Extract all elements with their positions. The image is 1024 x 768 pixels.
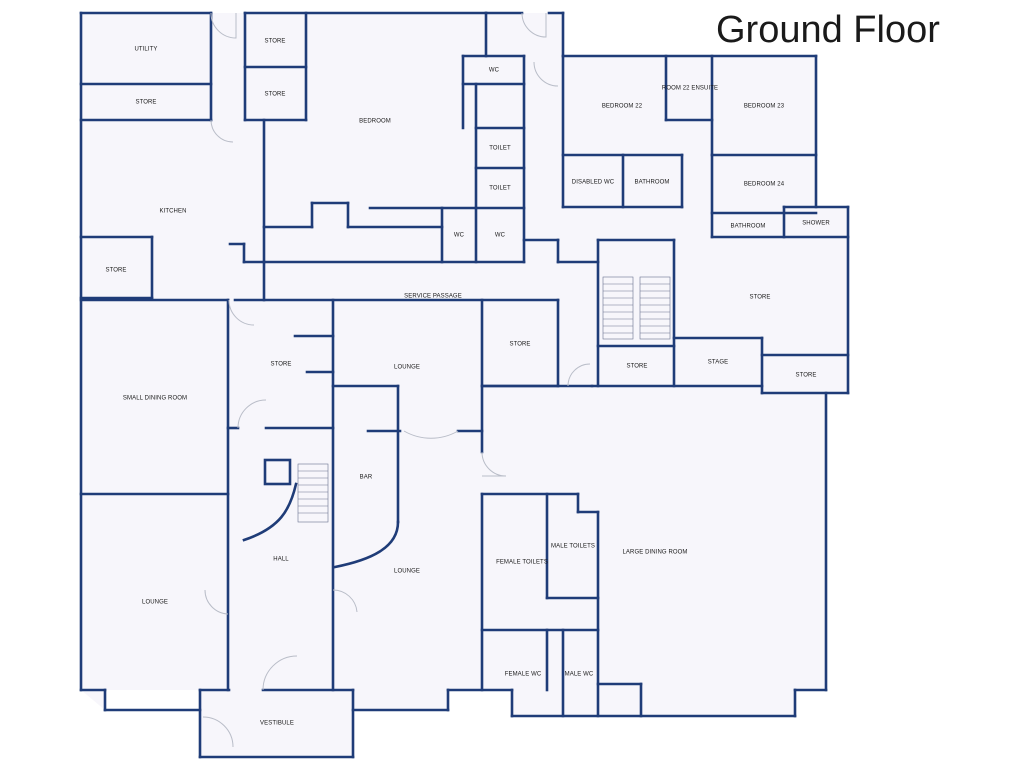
label-lounge-centre: LOUNGE [394, 569, 420, 575]
door-swings [202, 12, 591, 748]
staircase-right [602, 276, 671, 340]
label-bedroom-22: BEDROOM 22 [602, 104, 643, 110]
label-store-kitchen: STORE [105, 268, 126, 274]
label-vestibule: VESTIBULE [260, 721, 294, 727]
label-disabled-wc: DISABLED WC [572, 180, 615, 186]
label-large-dining-room: LARGE DINING ROOM [622, 550, 687, 556]
label-lounge-left: LOUNGE [142, 600, 168, 606]
label-store-right: STORE [749, 295, 770, 301]
staircase-hall [297, 463, 329, 523]
label-small-dining-room: SMALL DINING ROOM [123, 396, 187, 402]
label-lounge-upper: LOUNGE [394, 365, 420, 371]
label-service-passage: SERVICE PASSAGE [404, 294, 462, 300]
label-bedroom-23: BEDROOM 23 [744, 104, 785, 110]
label-kitchen: KITCHEN [159, 209, 186, 215]
label-wc-a: WC [454, 233, 465, 239]
label-female-toilets: FEMALE TOILETS [496, 560, 548, 566]
label-wc-top: WC [489, 68, 500, 74]
label-bar: BAR [360, 475, 373, 481]
label-utility: UTILITY [134, 47, 157, 53]
label-wc-b: WC [495, 233, 506, 239]
label-bedroom-24: BEDROOM 24 [744, 182, 785, 188]
label-store-hall: STORE [270, 362, 291, 368]
label-toilet-a: TOILET [489, 146, 511, 152]
label-hall: HALL [273, 557, 289, 563]
room-labels: UTILITY STORE STORE STORE BEDROOM WC TOI… [105, 39, 830, 727]
label-store-top-b: STORE [264, 92, 285, 98]
label-store-stage: STORE [795, 373, 816, 379]
label-store-stairs: STORE [626, 364, 647, 370]
label-store-mid: STORE [509, 342, 530, 348]
label-bedroom: BEDROOM [359, 119, 391, 125]
label-room-22-ensuite: ROOM 22 ENSUITE [662, 86, 718, 92]
label-male-wc: MALE WC [565, 672, 594, 678]
label-male-toilets: MALE TOILETS [551, 544, 595, 550]
label-bathroom-b: BATHROOM [730, 224, 765, 230]
label-toilet-b: TOILET [489, 186, 511, 192]
label-stage: STAGE [708, 360, 728, 366]
label-store-utility: STORE [135, 100, 156, 106]
walls [79, 11, 850, 759]
label-bathroom-a: BATHROOM [634, 180, 669, 186]
label-store-top-a: STORE [264, 39, 285, 45]
label-shower: SHOWER [802, 221, 830, 227]
label-female-wc: FEMALE WC [505, 672, 542, 678]
floor-title: Ground Floor [716, 9, 940, 51]
floor-fill [81, 13, 848, 757]
